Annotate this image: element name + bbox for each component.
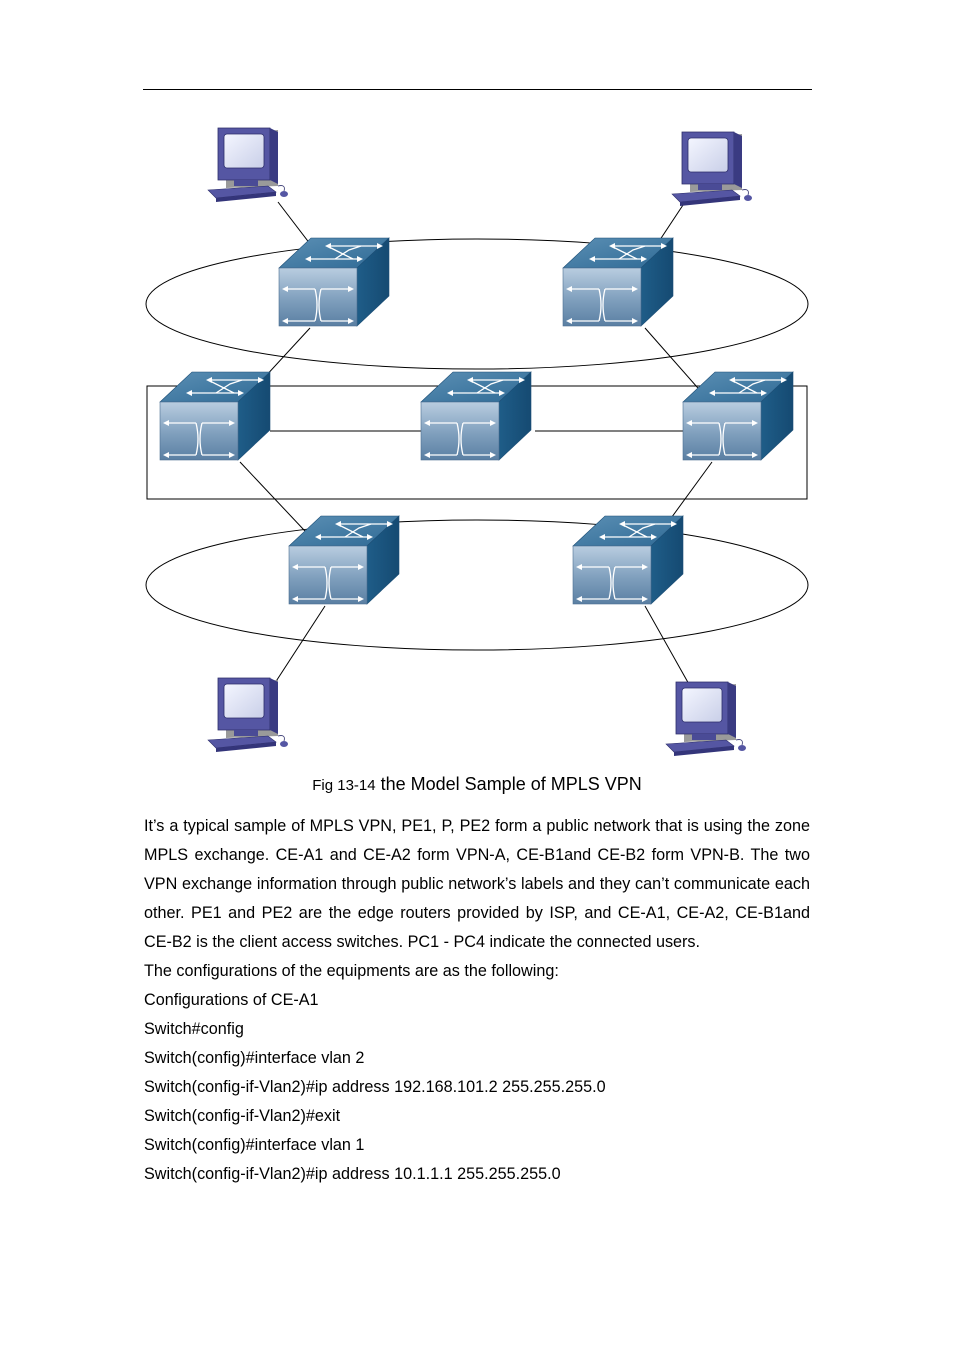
figure-title: the Model Sample of MPLS VPN (380, 774, 642, 794)
text-line: Switch(config)#interface vlan 1 (144, 1136, 365, 1154)
mpls-vpn-diagram (145, 127, 809, 757)
switch-pe2 (682, 371, 794, 461)
switch-p (420, 371, 532, 461)
figure-number: Fig 13-14 (312, 777, 376, 794)
vpn-region-bottom (145, 519, 809, 651)
text-line: Switch#config (144, 1020, 244, 1038)
figure-caption: Fig 13-14 the Model Sample of MPLS VPN (0, 772, 954, 798)
link-pc-bottom-right (644, 605, 691, 687)
switch-ce-bottom-right (572, 515, 684, 605)
text-line: Switch(config)#interface vlan 2 (144, 1049, 365, 1067)
pc-bottom-right (665, 681, 747, 757)
header-rule (143, 89, 812, 90)
pc-top-left (207, 127, 289, 203)
switch-pe1 (159, 371, 271, 461)
link-pc-bottom-left (272, 605, 326, 687)
switch-ce-top-right (562, 237, 674, 327)
text-line: Switch(config-if-Vlan2)#ip address 10.1.… (144, 1165, 561, 1183)
vpn-region-top (145, 238, 809, 370)
pc-bottom-left (207, 677, 289, 753)
intro-paragraph: It’s a typical sample of MPLS VPN, PE1, … (144, 817, 810, 951)
text-line: The configurations of the equipments are… (144, 962, 559, 980)
text-line: Switch(config-if-Vlan2)#ip address 192.1… (144, 1078, 606, 1096)
text-line: Configurations of CE-A1 (144, 991, 319, 1009)
text-line: Switch(config-if-Vlan2)#exit (144, 1107, 341, 1125)
pc-top-right (671, 131, 753, 207)
switch-ce-top-left (278, 237, 390, 327)
body-text: It’s a typical sample of MPLS VPN, PE1, … (144, 812, 810, 1189)
